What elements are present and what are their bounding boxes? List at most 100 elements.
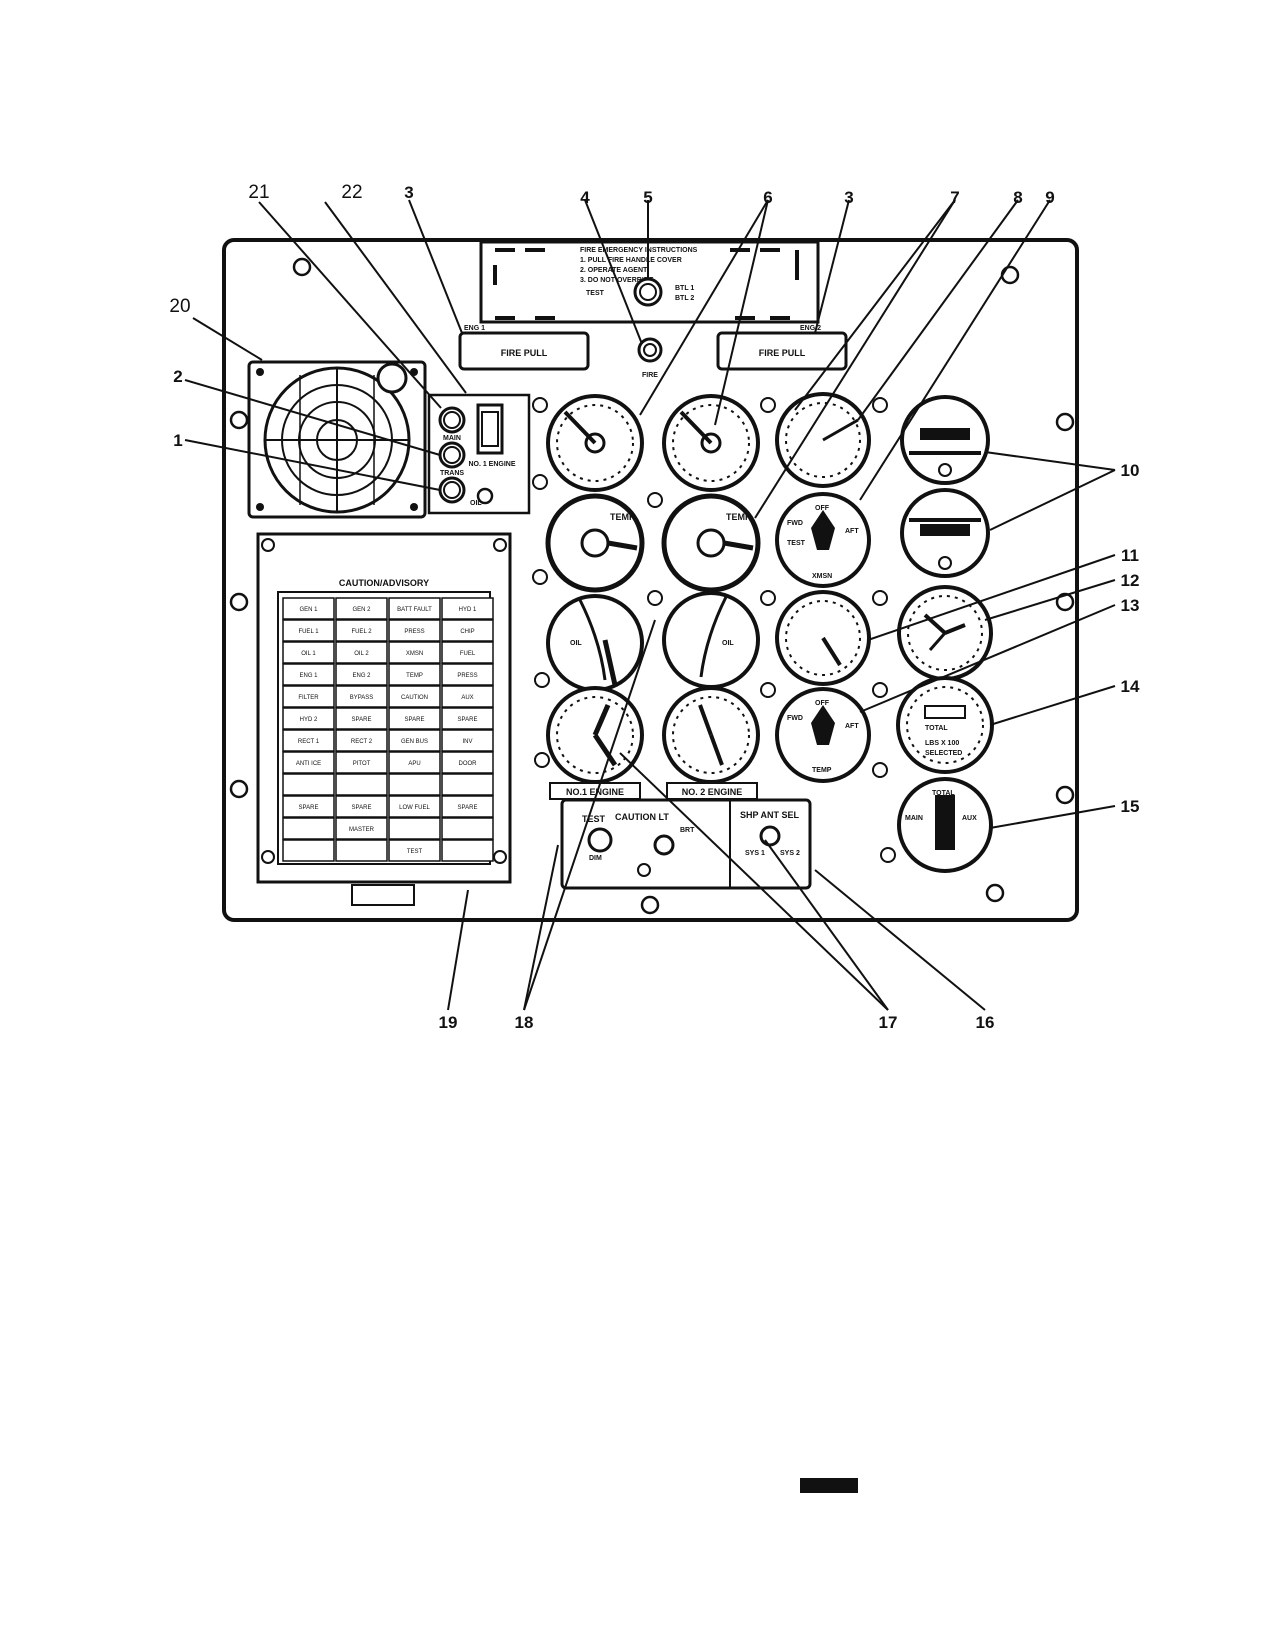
- fuel-qty-selected: SELECTED: [925, 750, 962, 757]
- callout-12: 12: [1121, 571, 1140, 590]
- caution-cell-label: SPARE: [405, 717, 425, 723]
- caution-cell: [388, 619, 441, 642]
- xmsn2-fwd: FWD: [787, 715, 803, 722]
- light-label-3: MAIN: [443, 435, 461, 442]
- caution-cell: [388, 729, 441, 752]
- caution-cell: [441, 641, 494, 664]
- caution-cell: [335, 729, 388, 752]
- temp-1-label: TEMP: [610, 512, 635, 522]
- temp-2-label: TEMP: [726, 512, 751, 522]
- caution-cell-label: APU: [408, 761, 420, 767]
- caution-lt-dim-switch[interactable]: [653, 834, 675, 856]
- callout-10: 10: [1121, 461, 1140, 480]
- main-warning-light[interactable]: [443, 411, 461, 429]
- caution-cell-label: RECT 1: [298, 739, 320, 745]
- eng1-label: ENG 1: [464, 325, 485, 332]
- callout-17: 17: [879, 1013, 898, 1032]
- caution-cell: [282, 619, 335, 642]
- callout-22: 22: [341, 182, 362, 203]
- gauge-temp-2: TEMP: [661, 493, 761, 593]
- gauge-oil-2: OIL: [662, 591, 760, 689]
- caution-lt-test-switch[interactable]: [587, 827, 613, 853]
- callout-5: 5: [643, 188, 652, 207]
- btl-test-label: TEST: [586, 290, 605, 297]
- footer-bar: [800, 1478, 858, 1493]
- fire-pull-left-label: FIRE PULL: [501, 348, 548, 358]
- caution-cell: [335, 619, 388, 642]
- vent-grille: [247, 360, 427, 519]
- fuel-quantity-selector[interactable]: TOTAL MAIN AUX: [897, 777, 993, 873]
- caution-cell-label: GEN BUS: [401, 739, 428, 745]
- caution-cell-label: GEN 2: [352, 607, 371, 613]
- caution-lt-label: CAUTION LT: [615, 812, 669, 822]
- engine-2-label: NO. 2 ENGINE: [682, 787, 743, 797]
- caution-cell: [282, 663, 335, 686]
- callout-21: 21: [248, 182, 269, 203]
- caution-cell: [388, 839, 441, 862]
- oil-2-label: OIL: [722, 640, 734, 647]
- caution-cell: [335, 663, 388, 686]
- caution-cell: [388, 707, 441, 730]
- caution-cell: [441, 751, 494, 774]
- gauge-temp-1: TEMP: [545, 493, 645, 593]
- leader-lines: [184, 199, 1116, 1011]
- ant-sel-switch[interactable]: [759, 825, 781, 847]
- callout-18: 18: [515, 1013, 534, 1032]
- caution-cell-label: PITOT: [353, 761, 371, 767]
- caution-cell-label: TEMP: [406, 673, 423, 679]
- callout-2: 2: [173, 367, 182, 386]
- caution-cell: [441, 817, 494, 840]
- engine-1-label: NO.1 ENGINE: [566, 787, 624, 797]
- xmsn-fwd: FWD: [787, 520, 803, 527]
- xmsn2-off: OFF: [815, 700, 830, 707]
- gauge-clock: [897, 585, 993, 681]
- caution-cell: [441, 685, 494, 708]
- caution-cell-label: SPARE: [299, 805, 319, 811]
- caution-cell: [282, 795, 335, 818]
- caution-cell-label: INV: [462, 739, 472, 745]
- caution-cell: [441, 839, 494, 862]
- caution-cell-label: XMSN: [406, 651, 423, 657]
- caution-cell-label: OIL 1: [301, 651, 316, 657]
- gauge-xmsn-selector: OFF FWD AFT TEST XMSN: [775, 492, 871, 588]
- fire-placard-line2: 1. PULL FIRE HANDLE COVER: [580, 257, 682, 264]
- callout-6: 6: [763, 188, 772, 207]
- caution-bright-label: BRT: [680, 827, 695, 834]
- caution-cell: [282, 839, 335, 862]
- fire-test-switch[interactable]: [643, 343, 657, 357]
- engine-switch[interactable]: [481, 411, 499, 447]
- fire-pull-right[interactable]: FIRE PULL ENG 2: [716, 325, 848, 371]
- callout-7: 7: [950, 188, 959, 207]
- fuel-qty-units: LBS X 100: [925, 740, 959, 747]
- engine-label-2: NO. 2 ENGINE: [666, 782, 758, 800]
- caution-cell: [335, 597, 388, 620]
- oil-warning-light[interactable]: [443, 481, 461, 499]
- caution-cell-label: CHIP: [460, 629, 474, 635]
- caution-cell-label: PRESS: [457, 673, 477, 679]
- ant-sel-label: SHP ANT SEL: [740, 810, 800, 820]
- callout-11: 11: [1121, 546, 1139, 565]
- gauge-torque-1: [546, 394, 644, 492]
- gauge-xmsn-temp-selector: OFF FWD AFT TEMP: [775, 687, 871, 783]
- gauge-ng-2: [662, 686, 760, 784]
- caution-cell-label: FUEL 1: [298, 629, 319, 635]
- callout-16: 16: [976, 1013, 995, 1032]
- callout-14: 14: [1121, 677, 1140, 696]
- agent-discharge-switch[interactable]: [639, 283, 657, 301]
- caution-cell-label: SPARE: [352, 805, 372, 811]
- callout-3b: 3: [844, 188, 853, 207]
- fire-pull-left[interactable]: FIRE PULL ENG 1: [458, 325, 590, 371]
- caution-cell: [282, 773, 335, 796]
- sys2-label: SYS 2: [780, 850, 800, 857]
- callout-numbers: 21 22 3 4 5 6 3 7 8 9 20 2 1 10 11 12 13…: [169, 182, 1140, 1032]
- callout-13: 13: [1121, 596, 1140, 615]
- caution-cell: [441, 707, 494, 730]
- trans-warning-light[interactable]: [443, 446, 461, 464]
- caution-cell: [441, 795, 494, 818]
- gauge-screws: [532, 397, 896, 863]
- caution-dim-label: DIM: [589, 855, 602, 862]
- caution-cell-label: BYPASS: [350, 695, 374, 701]
- caution-cell: [388, 751, 441, 774]
- caution-cell: [282, 641, 335, 664]
